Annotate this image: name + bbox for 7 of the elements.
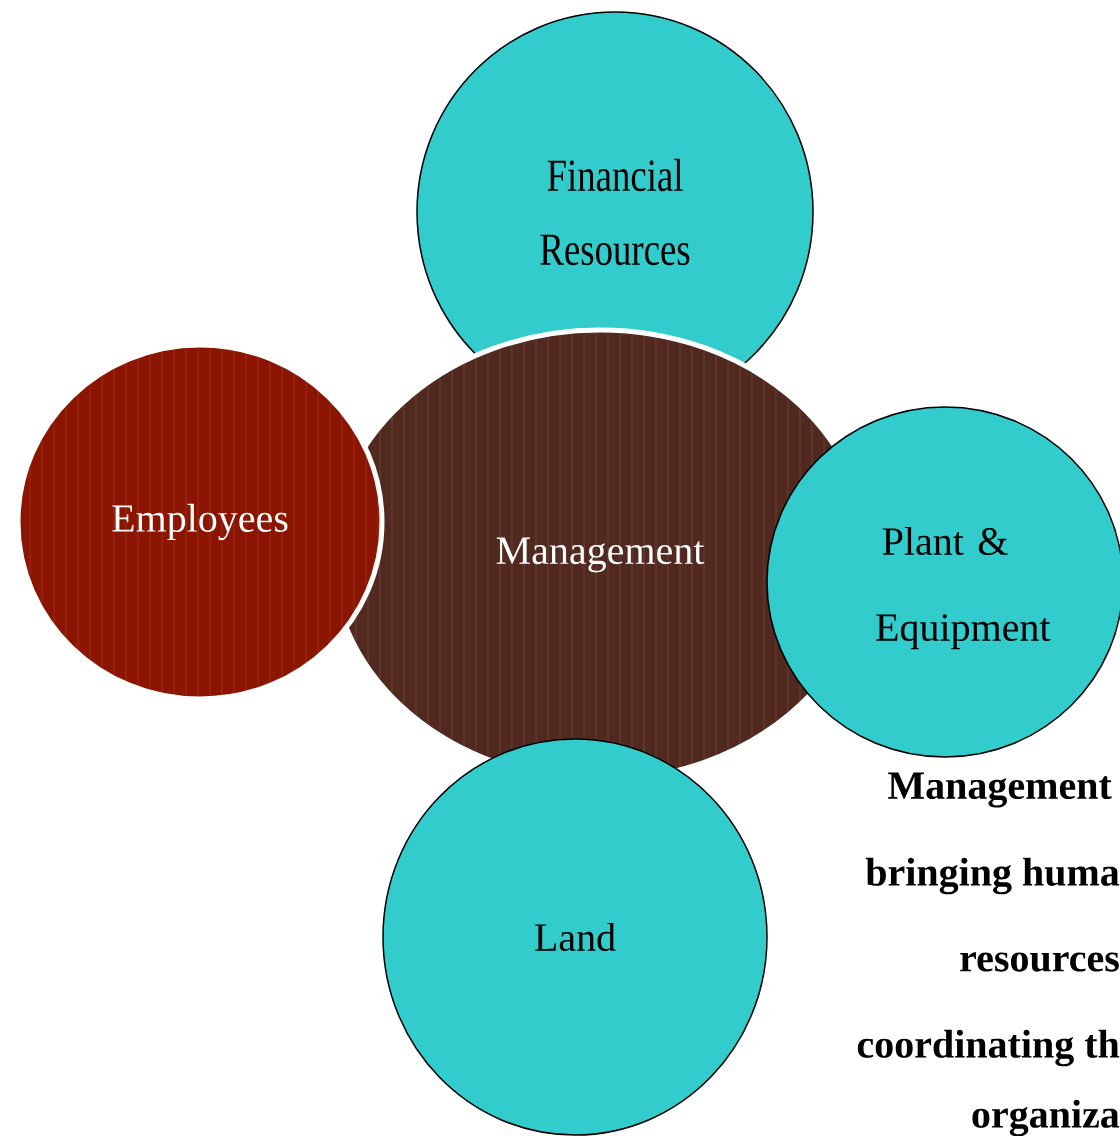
circle-node: Plant & Equipment: [766, 406, 1120, 758]
text-line: organiza: [972, 1099, 1120, 1136]
text-line: Management: [888, 772, 1112, 808]
text-line: coordinating th: [857, 1029, 1120, 1067]
text-line: resources: [960, 952, 1119, 972]
circle-node: Land: [382, 738, 768, 1136]
text-line: bringing huma: [865, 857, 1120, 895]
